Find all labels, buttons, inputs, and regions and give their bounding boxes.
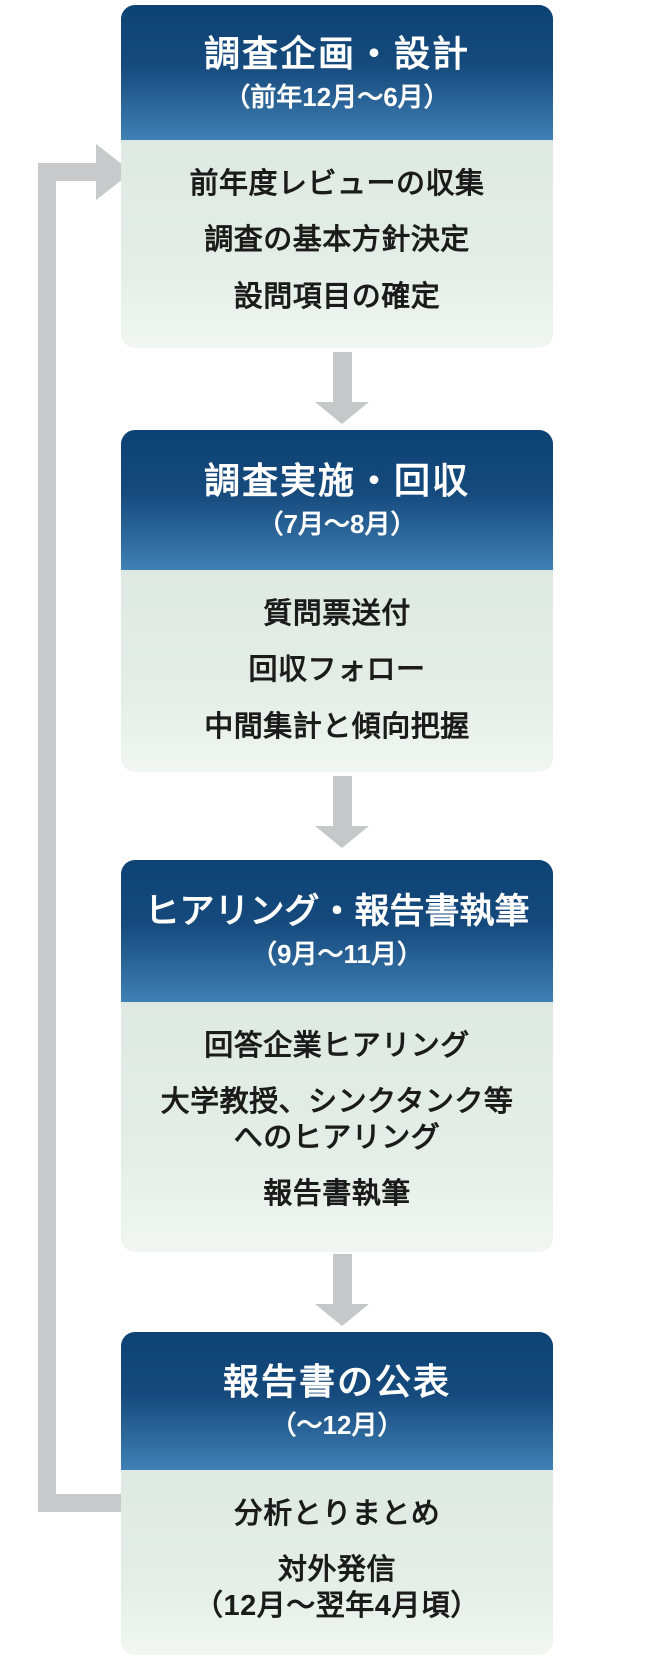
step-item: 前年度レビューの収集 — [189, 168, 485, 200]
down-arrow-shaft — [332, 352, 352, 402]
step-card-header: 調査実施・回収 （7月〜8月） — [121, 430, 553, 570]
step-item: 報告書執筆 — [263, 1178, 411, 1211]
loop-back-arrow-top-line — [38, 163, 98, 181]
step-period: （9月〜11月） — [251, 939, 423, 970]
step-card-hearing-report-writing: ヒアリング・報告書執筆 （9月〜11月） 回答企業ヒアリング 大学教授、シンクタ… — [121, 860, 553, 1252]
step-card-body: 前年度レビューの収集 調査の基本方針決定 設問項目の確定 — [121, 140, 553, 348]
loop-back-arrow-bottom-line — [38, 1494, 126, 1512]
step-item: 対外発信 （12月〜翌年4月頃） — [194, 1554, 480, 1622]
step-card-header: 調査企画・設計 （前年12月〜6月） — [121, 5, 553, 140]
step-period: （前年12月〜6月） — [224, 81, 450, 112]
step-card-body: 回答企業ヒアリング 大学教授、シンクタンク等 へのヒアリング 報告書執筆 — [121, 1002, 553, 1252]
down-arrow-shaft — [332, 1254, 352, 1304]
down-arrow-head — [315, 402, 369, 424]
step-card-header: 報告書の公表 （〜12月） — [121, 1332, 553, 1470]
step-card-report-publication: 報告書の公表 （〜12月） 分析とりまとめ 対外発信 （12月〜翌年4月頃） — [121, 1332, 553, 1655]
step-card-survey-planning: 調査企画・設計 （前年12月〜6月） 前年度レビューの収集 調査の基本方針決定 … — [121, 5, 553, 348]
step-title: 調査実施・回収 — [203, 460, 470, 502]
step-title: ヒアリング・報告書執筆 — [144, 891, 530, 931]
down-arrow-shaft — [332, 776, 352, 826]
down-arrow-head — [315, 826, 369, 848]
down-arrow-head — [315, 1304, 369, 1326]
step-item: 中間集計と傾向把握 — [204, 710, 470, 743]
down-arrow-icon — [315, 776, 369, 848]
step-item: 回答企業ヒアリング — [204, 1030, 470, 1062]
step-item: 設問項目の確定 — [233, 280, 441, 313]
step-period: （7月〜8月） — [257, 509, 417, 539]
step-item: 分析とりまとめ — [233, 1498, 441, 1530]
step-title: 調査企画・設計 — [203, 32, 470, 74]
step-card-body: 分析とりまとめ 対外発信 （12月〜翌年4月頃） — [121, 1470, 553, 1655]
step-card-header: ヒアリング・報告書執筆 （9月〜11月） — [121, 860, 553, 1002]
step-period: （〜12月） — [270, 1410, 404, 1440]
step-item: 質問票送付 — [263, 598, 411, 630]
step-card-survey-execution: 調査実施・回収 （7月〜8月） 質問票送付 回収フォロー 中間集計と傾向把握 — [121, 430, 553, 772]
step-item: 調査の基本方針決定 — [204, 224, 470, 257]
down-arrow-icon — [315, 352, 369, 424]
step-title: 報告書の公表 — [222, 1361, 451, 1403]
loop-back-arrow-vertical-line — [38, 163, 56, 1512]
down-arrow-icon — [315, 1254, 369, 1326]
step-item: 回収フォロー — [248, 654, 426, 687]
step-item: 大学教授、シンクタンク等 へのヒアリング — [160, 1086, 514, 1154]
step-card-body: 質問票送付 回収フォロー 中間集計と傾向把握 — [121, 570, 553, 772]
